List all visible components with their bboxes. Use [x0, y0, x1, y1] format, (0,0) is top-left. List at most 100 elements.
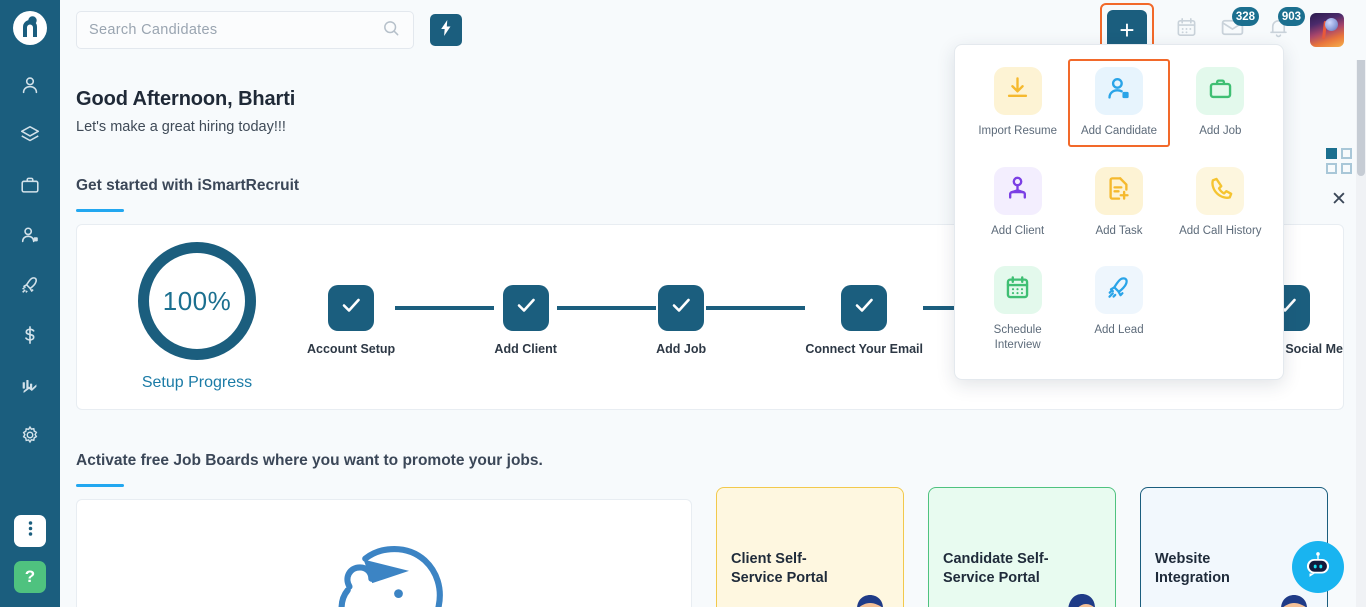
step-label: Connect Your Email — [805, 341, 923, 356]
close-icon[interactable]: ✕ — [1331, 189, 1347, 210]
sidebar-item-leads[interactable] — [0, 260, 60, 310]
check-icon — [669, 293, 693, 322]
sidebar-item-clients[interactable] — [0, 210, 60, 260]
sidebar-bottom-group: ? — [0, 515, 60, 607]
grid-2x2-icon[interactable] — [1326, 148, 1352, 174]
chatbot-button[interactable] — [1292, 541, 1344, 593]
briefcase-icon — [1207, 75, 1234, 107]
add-new-button[interactable]: + — [1107, 10, 1147, 50]
progress-ring: 100% — [138, 242, 256, 360]
quick-action-add-lead[interactable]: Add Lead — [1068, 258, 1169, 360]
quick-action-label: Add Call History — [1179, 224, 1262, 237]
promo-card-title: Candidate Self-Service Portal — [943, 551, 1049, 587]
page-scrollbar[interactable] — [1356, 0, 1366, 607]
job-board-card[interactable] — [76, 499, 692, 607]
question-mark-icon: ? — [24, 567, 36, 586]
sidebar-help-button[interactable]: ? — [14, 561, 46, 593]
get-started-heading: Get started with iSmartRecruit — [76, 177, 300, 194]
person-add-icon — [1105, 75, 1132, 107]
quick-bolt-button[interactable] — [430, 14, 462, 46]
setup-step[interactable]: Connect Your Email — [805, 284, 923, 356]
notifications-badge: 903 — [1277, 7, 1305, 26]
check-icon — [339, 293, 363, 322]
gear-icon — [19, 424, 41, 446]
bird-logo-icon — [297, 528, 472, 607]
search-icon[interactable] — [381, 18, 401, 43]
quick-action-label: Add Job — [1199, 125, 1242, 137]
bar-chart-icon — [19, 374, 41, 396]
search-input[interactable] — [89, 22, 381, 38]
person-group-icon — [1004, 175, 1031, 207]
rocket-icon — [19, 274, 41, 296]
scrollbar-thumb[interactable] — [1357, 36, 1365, 176]
promo-card[interactable]: Candidate Self-Service Portal — [928, 487, 1116, 607]
mail-badge: 328 — [1231, 7, 1259, 26]
sidebar-more-button[interactable] — [14, 515, 46, 547]
quick-action-tile — [993, 266, 1042, 315]
setup-step[interactable]: Add Job — [656, 284, 706, 356]
promo-card[interactable]: Website Integration — [1140, 487, 1328, 607]
quick-action-tile — [1094, 166, 1143, 215]
calendar-icon — [1175, 16, 1198, 44]
job-board-logo-wrap — [77, 500, 691, 607]
sidebar-item-jobs[interactable] — [0, 160, 60, 210]
sidebar-item-candidates[interactable] — [0, 60, 60, 110]
rocket-icon — [1105, 274, 1132, 306]
floating-widgets: ✕ — [1326, 148, 1352, 209]
briefcase-icon — [19, 174, 41, 196]
check-icon — [852, 293, 876, 322]
sidebar-nav-list — [0, 60, 60, 460]
phone-icon — [1207, 175, 1234, 207]
search-bar[interactable] — [76, 11, 414, 49]
quick-action-tile — [1196, 166, 1245, 215]
step-connector — [706, 305, 806, 310]
quick-action-schedule-interview[interactable]: Schedule Interview — [967, 258, 1068, 360]
quick-action-label: Add Candidate — [1080, 125, 1158, 137]
download-icon — [1004, 75, 1031, 107]
quick-action-tile — [1094, 266, 1143, 315]
person-icon — [19, 74, 41, 96]
ismartrecruit-logo-icon — [12, 10, 48, 51]
notifications-button[interactable]: 903 — [1264, 7, 1305, 44]
quick-action-label: Add Lead — [1094, 324, 1144, 337]
quick-action-add-job[interactable]: Add Job — [1170, 59, 1271, 147]
sidebar-item-billing[interactable] — [0, 310, 60, 360]
avatar[interactable] — [1310, 13, 1344, 47]
dollar-icon — [19, 324, 41, 346]
section-underline-2 — [76, 484, 124, 487]
person-illustration — [1267, 585, 1321, 607]
quick-action-add-candidate[interactable]: Add Candidate — [1068, 59, 1170, 147]
calendar-icon — [1004, 274, 1031, 306]
step-check-box — [328, 284, 375, 331]
progress-ring-group: 100% Setup Progress — [87, 242, 307, 392]
step-check-box — [841, 284, 888, 331]
setup-step[interactable]: Add Client — [494, 284, 557, 356]
job-boards-heading: Activate free Job Boards where you want … — [76, 452, 543, 469]
mail-button[interactable]: 328 — [1218, 7, 1259, 44]
quick-action-add-call-history[interactable]: Add Call History — [1170, 159, 1271, 247]
sidebar-item-settings[interactable] — [0, 410, 60, 460]
sidebar-item-layers[interactable] — [0, 110, 60, 160]
quick-action-tile — [993, 166, 1042, 215]
quick-action-label: Add Task — [1095, 224, 1143, 237]
quick-action-add-task[interactable]: Add Task — [1068, 159, 1169, 247]
quick-action-label: Add Client — [991, 224, 1045, 237]
bell-icon — [1267, 16, 1290, 44]
add-button-highlight: + — [1100, 3, 1154, 57]
page-title: Good Afternoon, Bharti — [76, 88, 296, 110]
lightning-bolt-icon — [439, 19, 453, 41]
progress-label: Setup Progress — [141, 374, 253, 391]
quick-action-add-client[interactable]: Add Client — [967, 159, 1068, 247]
setup-step[interactable]: Account Setup — [307, 284, 395, 356]
quick-action-import-resume[interactable]: Import Resume — [967, 59, 1068, 147]
app-logo[interactable] — [0, 0, 60, 60]
quick-action-tile — [1094, 67, 1143, 115]
progress-value: 100% — [162, 285, 232, 316]
promo-card[interactable]: Client Self-Service Portal — [716, 487, 904, 607]
calendar-button[interactable] — [1172, 16, 1200, 44]
main-area: + — [60, 0, 1366, 607]
sidebar-item-reports[interactable] — [0, 360, 60, 410]
